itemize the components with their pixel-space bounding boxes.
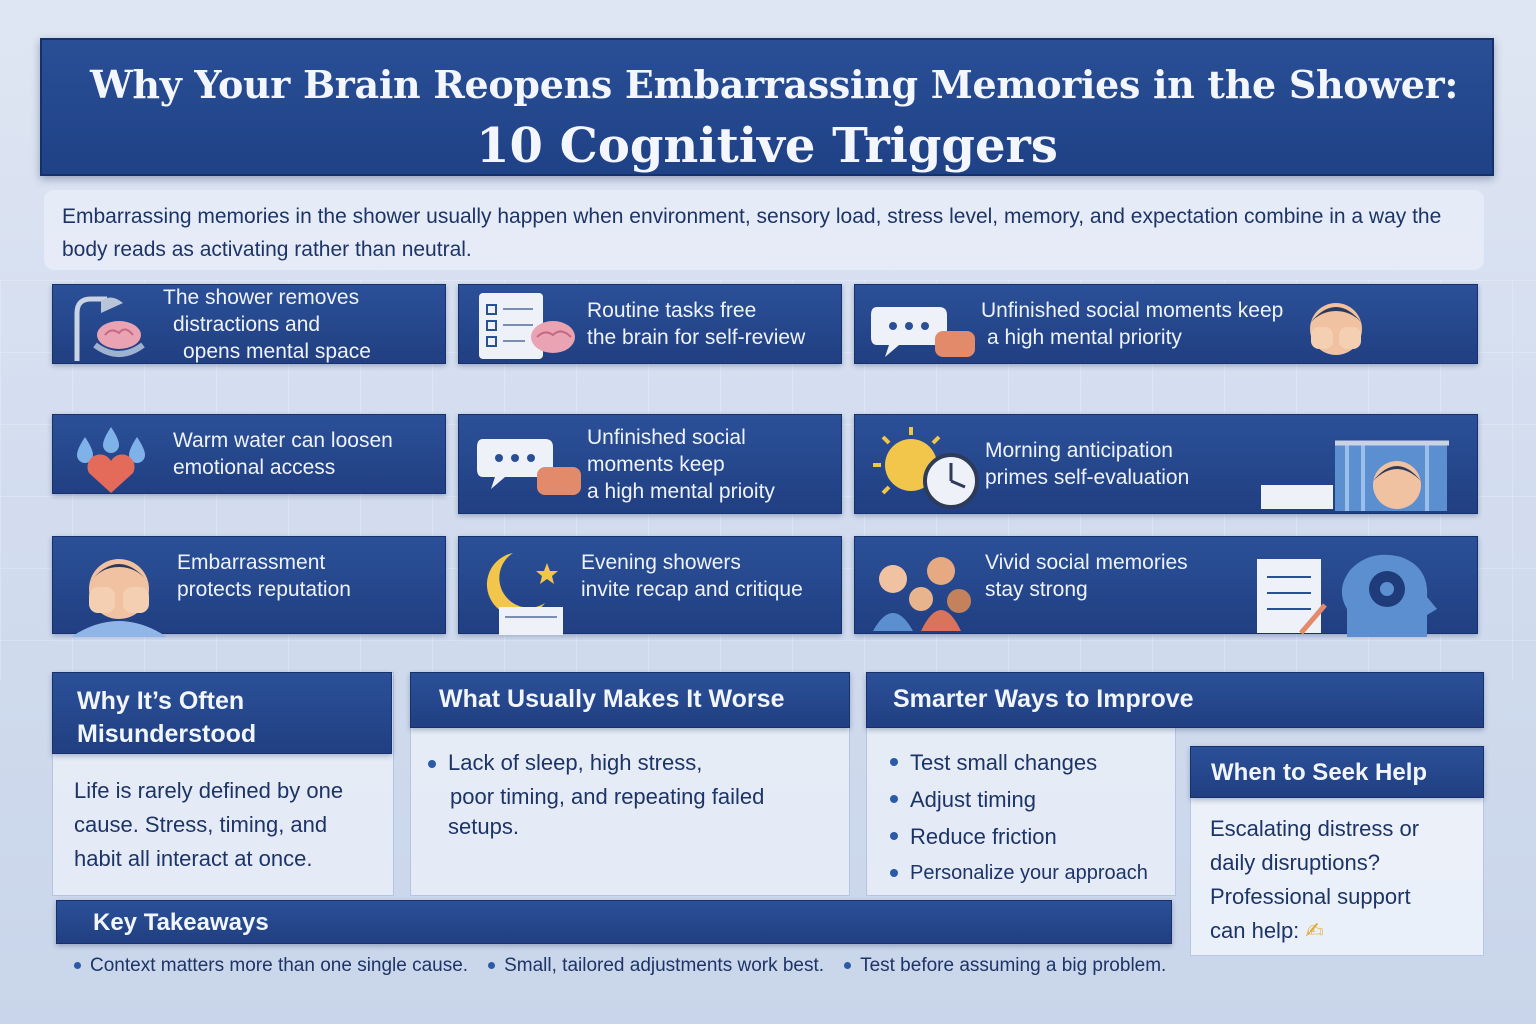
worse-line-3: setups.	[448, 814, 519, 839]
card-2-line-2: the brain for self-review	[587, 326, 806, 349]
card-6-line-1: Morning anticipation	[985, 439, 1173, 462]
improve-item-3: Reduce friction	[888, 818, 1178, 855]
card-9-line-1: Vivid social memories	[985, 551, 1188, 574]
takeaway-text-2: Small, tailored adjustments work best.	[504, 955, 825, 976]
speech-bubbles-icon	[477, 439, 581, 495]
trigger-card-4: Warm water can loosen emotional access	[52, 414, 446, 494]
moon-curtain-face-icon	[1261, 431, 1449, 511]
card-6-line-2: primes self-evaluation	[985, 466, 1190, 489]
takeaway-item-1: Context matters more than one single cau…	[74, 955, 468, 977]
takeaway-item-3: Test before assuming a big problem.	[844, 955, 1166, 977]
improve-item-4: Personalize your approach	[888, 855, 1178, 892]
misunderstood-heading-line-1: Why It’s Often	[77, 687, 245, 715]
trigger-card-9: Vivid social memories stay strong	[854, 536, 1478, 637]
moon-calendar-icon	[486, 553, 563, 635]
card-3-line-2: a high mental priority	[987, 326, 1182, 349]
water-drops-heart-icon	[77, 427, 145, 493]
worse-heading: What Usually Makes It Worse	[410, 672, 850, 728]
card-3-line-1: Unfinished social moments keep	[981, 299, 1284, 322]
card-1-line-1: The shower removes	[163, 285, 360, 309]
misunderstood-line-3: habit all interact at once.	[74, 846, 313, 871]
help-line-4-text: can help:	[1210, 918, 1300, 943]
trigger-card-1: The shower removes distractions and open…	[52, 284, 446, 364]
misunderstood-heading-line-2: Misunderstood	[77, 720, 257, 748]
improve-list: Test small changes Adjust timing Reduce …	[888, 744, 1178, 892]
card-7-line-1: Embarrassment	[177, 551, 326, 574]
improve-heading: Smarter Ways to Improve	[866, 672, 1484, 728]
title-line-2: 10 Cognitive Triggers	[476, 118, 1058, 174]
help-line-4: can help: ✍	[1210, 914, 1480, 948]
card-5-line-2: moments keep	[587, 452, 725, 476]
card-1-line-3: opens mental space	[183, 339, 371, 363]
card-1-line-2: distractions and	[173, 312, 321, 336]
trigger-card-2: Routine tasks free the brain for self-re…	[458, 284, 842, 364]
card-2-line-1: Routine tasks free	[587, 299, 757, 322]
help-heading: When to Seek Help	[1190, 746, 1484, 798]
improve-item-2: Adjust timing	[888, 781, 1178, 818]
takeaways-heading: Key Takeaways	[56, 900, 1172, 944]
card-5-line-3: a high mental prioity	[587, 479, 775, 503]
takeaway-text-1: Context matters more than one single cau…	[90, 955, 469, 976]
title-banner: Why Your Brain Reopens Embarrassing Memo…	[40, 38, 1494, 176]
title-line-1: Why Your Brain Reopens Embarrassing Memo…	[90, 62, 1459, 107]
help-body: Escalating distress or daily disruptions…	[1210, 812, 1480, 948]
checklist-head-gears-icon	[1257, 554, 1437, 637]
improve-item-1: Test small changes	[888, 744, 1178, 781]
card-8-line-1: Evening showers	[581, 551, 741, 574]
takeaway-text-3: Test before assuming a big problem.	[860, 955, 1167, 976]
misunderstood-line-2: cause. Stress, timing, and	[74, 812, 328, 837]
card-4-line-2: emotional access	[173, 456, 336, 479]
help-line-1: Escalating distress or	[1210, 816, 1420, 841]
sun-clock-icon	[873, 427, 979, 509]
card-9-line-2: stay strong	[985, 578, 1088, 601]
takeaways-list: Context matters more than one single cau…	[74, 955, 1374, 977]
face-covering-icon	[71, 559, 167, 637]
intro-text: Embarrassing memories in the shower usua…	[44, 190, 1484, 270]
misunderstood-line-1: Life is rarely defined by one	[74, 778, 344, 803]
pencil-icon: ✍	[1305, 918, 1324, 943]
card-4-line-1: Warm water can loosen	[173, 429, 393, 452]
takeaway-item-2: Small, tailored adjustments work best.	[488, 955, 824, 977]
worse-line-2: poor timing, and repeating failed	[450, 784, 765, 809]
trigger-card-8: Evening showers invite recap and critiqu…	[458, 536, 842, 635]
card-7-line-2: protects reputation	[177, 578, 351, 601]
shower-brain-icon	[74, 296, 145, 361]
help-line-2: daily disruptions?	[1210, 850, 1380, 875]
trigger-card-7: Embarrassment protects reputation	[52, 536, 446, 637]
checklist-brain-icon	[479, 293, 575, 359]
people-group-icon	[873, 557, 971, 631]
card-8-line-2: invite recap and critique	[581, 578, 803, 601]
worse-body: Lack of sleep, high stress, poor timing,…	[426, 746, 836, 844]
worse-line-1: Lack of sleep, high stress,	[426, 746, 836, 780]
trigger-card-3: Unfinished social moments keep a high me…	[854, 284, 1478, 364]
help-line-3: Professional support	[1210, 884, 1411, 909]
card-5-line-1: Unfinished social	[587, 425, 746, 449]
trigger-card-6: Morning anticipation primes self-evaluat…	[854, 414, 1478, 514]
misunderstood-body: Life is rarely defined by one cause. Str…	[74, 774, 394, 876]
trigger-card-5: Unfinished social moments keep a high me…	[458, 414, 842, 514]
misunderstood-heading: Why It’s Often Misunderstood	[52, 672, 392, 754]
speech-bubbles-icon	[871, 307, 975, 357]
face-covering-icon	[1310, 303, 1362, 355]
